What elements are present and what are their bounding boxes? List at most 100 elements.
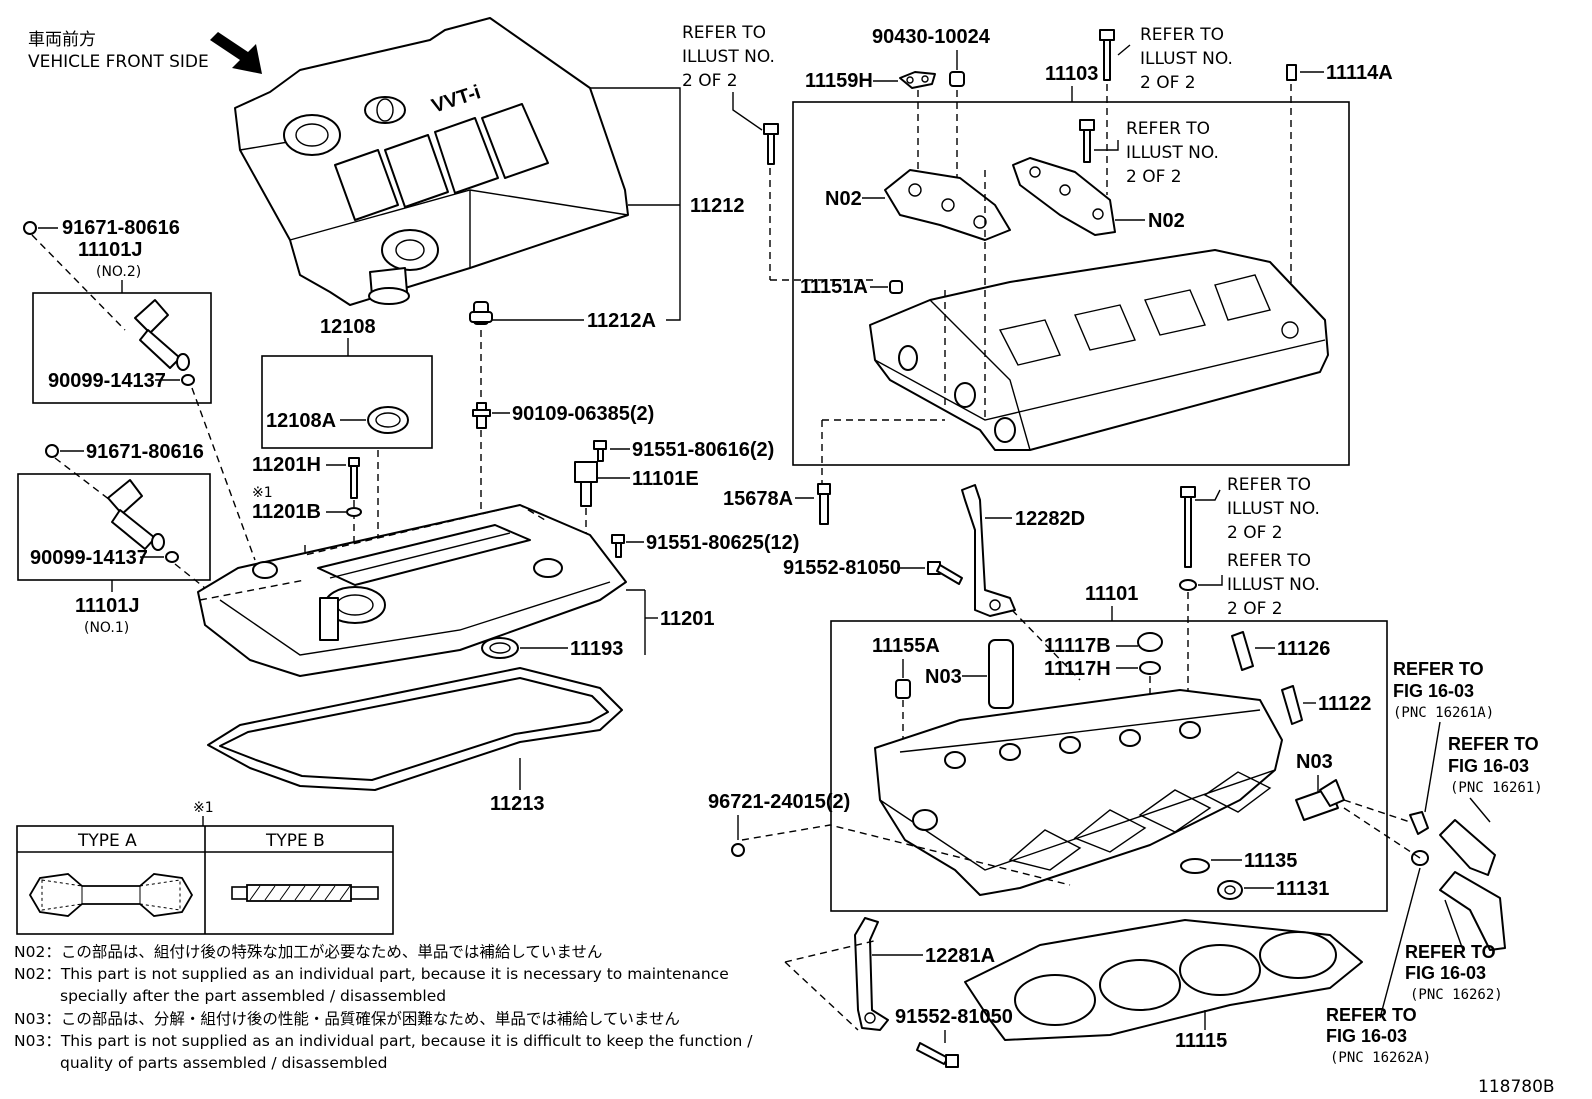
bolt-11201H[interactable] bbox=[348, 457, 360, 499]
label-90109: 90109-06385(2) bbox=[512, 403, 654, 425]
svg-text:REFER TO: REFER TO bbox=[1126, 119, 1210, 139]
label-90430: 90430-10024 bbox=[872, 26, 991, 48]
o-ring-90099-a[interactable] bbox=[181, 374, 195, 386]
seal-washer-11201B[interactable] bbox=[346, 507, 362, 517]
oil-cap-gasket[interactable] bbox=[367, 406, 409, 434]
svg-text:REFER TO: REFER TO bbox=[1393, 659, 1484, 679]
note-line-6: quality of parts assembled / disassemble… bbox=[60, 1054, 388, 1072]
svg-text:FIG 16-03: FIG 16-03 bbox=[1393, 681, 1474, 701]
water-hose-b[interactable] bbox=[1439, 871, 1506, 951]
label-11117B: 11117B bbox=[1044, 635, 1111, 657]
hose-clip-a[interactable] bbox=[1409, 811, 1429, 835]
oil-control-valve-no1[interactable] bbox=[107, 479, 165, 551]
label-12108: 12108 bbox=[320, 316, 376, 338]
label-11101J-b-sub: (NO.1) bbox=[84, 620, 129, 636]
o-ring-96721[interactable] bbox=[731, 843, 745, 857]
spark-plug-tube-gasket-11193[interactable] bbox=[481, 637, 519, 659]
intake-valve-guide-11122[interactable] bbox=[1281, 685, 1303, 725]
pin-11151A[interactable] bbox=[889, 280, 903, 294]
oil-control-valve-no2[interactable] bbox=[134, 299, 190, 371]
plug-90430[interactable] bbox=[949, 71, 965, 87]
bolt-91551-b[interactable] bbox=[611, 534, 625, 558]
pin-11114A[interactable] bbox=[1286, 64, 1297, 81]
note-line-5: N03：This part is not supplied as an indi… bbox=[14, 1032, 753, 1050]
label-11101E: 11101E bbox=[632, 468, 699, 490]
oil-filler-cap[interactable] bbox=[368, 267, 410, 305]
type-a-label: TYPE A bbox=[77, 831, 137, 851]
svg-text:2 OF 2: 2 OF 2 bbox=[1126, 167, 1182, 187]
svg-text:REFER TO: REFER TO bbox=[1448, 734, 1539, 754]
oil-cap-box bbox=[261, 355, 433, 449]
washer-refer-5[interactable] bbox=[1179, 579, 1197, 591]
sleeve-N03-a[interactable] bbox=[988, 639, 1014, 709]
bolt-11103[interactable] bbox=[1099, 29, 1115, 81]
label-96721: 96721-24015(2) bbox=[708, 791, 850, 813]
cylinder-head-cover[interactable] bbox=[197, 504, 627, 677]
svg-text:FIG 16-03: FIG 16-03 bbox=[1405, 963, 1486, 983]
gasket-11117H[interactable] bbox=[1139, 661, 1161, 675]
o-ring-90099-b[interactable] bbox=[165, 551, 179, 563]
bolt-91671-a[interactable] bbox=[23, 221, 37, 235]
bolt-91552-a[interactable] bbox=[927, 561, 963, 585]
type-table: TYPE A TYPE B bbox=[16, 825, 394, 935]
label-11155A: 11155A bbox=[872, 635, 940, 657]
label-12282D: 12282D bbox=[1015, 508, 1085, 530]
stud-90109[interactable] bbox=[472, 402, 491, 429]
notes: N02：この部品は、組付け後の特殊な加工が必要なため、単品では補給していません … bbox=[14, 943, 753, 1072]
svg-text:2 OF 2: 2 OF 2 bbox=[1140, 73, 1196, 93]
svg-text:REFER TO: REFER TO bbox=[682, 23, 766, 43]
bolt-refer-1[interactable] bbox=[763, 123, 779, 165]
svg-text:(PNC 16262A): (PNC 16262A) bbox=[1330, 1050, 1431, 1066]
engine-hanger-12282D[interactable] bbox=[961, 484, 1016, 617]
bolt-refer-3[interactable] bbox=[1079, 119, 1095, 163]
svg-text:ILLUST NO.: ILLUST NO. bbox=[1126, 143, 1219, 163]
note-line-3: specially after the part assembled / dis… bbox=[60, 987, 446, 1005]
camshaft-bearing-cap-a[interactable] bbox=[884, 169, 1011, 241]
camshaft-bearing-cap-b[interactable] bbox=[1012, 157, 1116, 236]
seal-11131[interactable] bbox=[1217, 880, 1243, 900]
svg-text:(PNC 16261A): (PNC 16261A) bbox=[1393, 705, 1494, 721]
valve-guide-11126[interactable] bbox=[1231, 631, 1254, 671]
label-11101J-b: 11101J bbox=[75, 595, 140, 617]
svg-text:2 OF 2: 2 OF 2 bbox=[1227, 599, 1283, 619]
head-cover-gasket-11213[interactable] bbox=[207, 667, 623, 791]
gasket-11159H[interactable] bbox=[899, 71, 936, 89]
note-line-2: N02：This part is not supplied as an indi… bbox=[14, 965, 729, 983]
plug-11117B[interactable] bbox=[1137, 632, 1163, 652]
svg-text:ILLUST NO.: ILLUST NO. bbox=[1140, 49, 1233, 69]
label-11103: 11103 bbox=[1045, 63, 1098, 85]
cylinder-head[interactable] bbox=[874, 689, 1283, 896]
svg-text:(PNC 16261): (PNC 16261) bbox=[1450, 780, 1543, 796]
refer-note-1: REFER TO ILLUST NO. 2 OF 2 bbox=[682, 23, 775, 91]
bolt-refer-4[interactable] bbox=[1180, 486, 1196, 568]
bolt-91552-b[interactable] bbox=[916, 1042, 959, 1068]
pipe-N03-b[interactable] bbox=[1295, 779, 1345, 821]
svg-text:2 OF 2: 2 OF 2 bbox=[1227, 523, 1283, 543]
front-direction-arrow-icon bbox=[210, 32, 262, 74]
svg-text:FIG 16-03: FIG 16-03 bbox=[1326, 1026, 1407, 1046]
label-11193: 11193 bbox=[570, 638, 623, 660]
refer-note-3: REFER TO ILLUST NO. 2 OF 2 bbox=[1126, 119, 1219, 187]
engine-hanger-12281A[interactable] bbox=[854, 917, 889, 1031]
label-11159H: 11159H bbox=[805, 70, 873, 92]
grommet-11212A[interactable] bbox=[469, 301, 493, 325]
label-11122: 11122 bbox=[1318, 693, 1371, 715]
engine-cover[interactable]: VVT-i bbox=[234, 17, 629, 306]
pin-11155A[interactable] bbox=[895, 679, 911, 699]
gasket-11135[interactable] bbox=[1180, 858, 1210, 874]
label-91551-b: 91551-80625(12) bbox=[646, 532, 799, 554]
bolt-91551-a[interactable] bbox=[593, 440, 607, 462]
cam-position-sensor-11101E[interactable] bbox=[574, 461, 598, 507]
bolt-91671-b[interactable] bbox=[45, 444, 59, 458]
label-N03-b: N03 bbox=[1296, 751, 1333, 773]
cylinder-head-gasket-11115[interactable] bbox=[964, 919, 1363, 1041]
svg-text:ILLUST NO.: ILLUST NO. bbox=[682, 47, 775, 67]
union-15678A[interactable] bbox=[817, 483, 831, 525]
label-N02-b: N02 bbox=[1148, 210, 1185, 232]
refer-fig-1: REFER TO FIG 16-03 (PNC 16261A) bbox=[1393, 659, 1494, 721]
label-91552-b: 91552-81050 bbox=[895, 1006, 1013, 1028]
camshaft-housing-box bbox=[792, 101, 1350, 466]
svg-text:FIG 16-03: FIG 16-03 bbox=[1448, 756, 1529, 776]
water-hose-a[interactable] bbox=[1439, 819, 1496, 876]
camshaft-housing[interactable] bbox=[869, 249, 1329, 451]
